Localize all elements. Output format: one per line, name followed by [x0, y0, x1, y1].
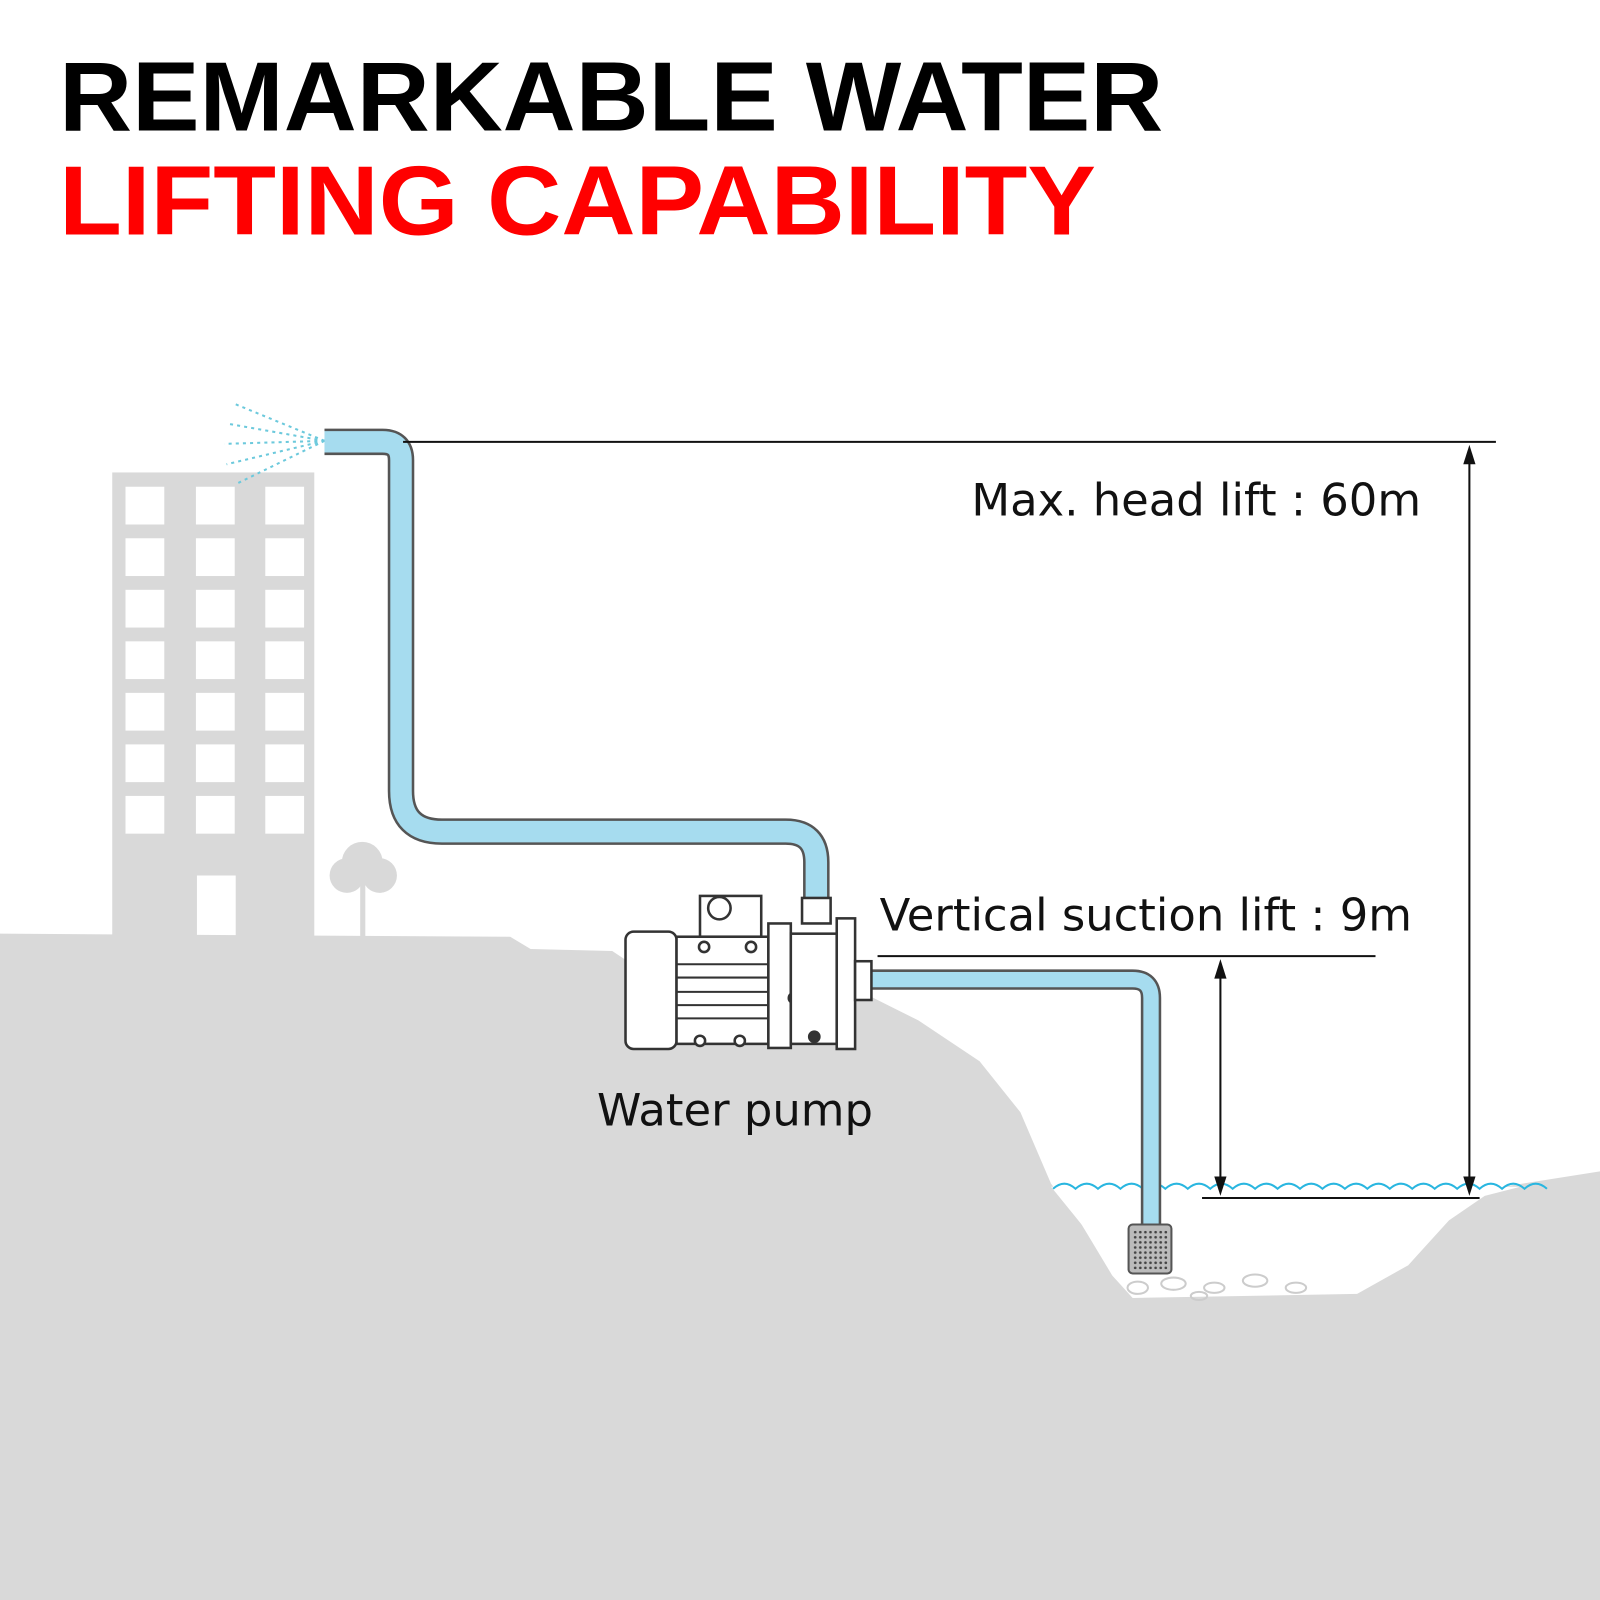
- title-line-2: LIFTING CAPABILITY: [59, 146, 1096, 256]
- building-window: [195, 641, 235, 680]
- building-window: [195, 692, 235, 731]
- building-window: [195, 744, 235, 783]
- building-window: [265, 589, 305, 628]
- building-icon: [112, 472, 315, 937]
- building-window: [265, 795, 305, 834]
- building-window: [125, 692, 165, 731]
- building-window: [125, 641, 165, 680]
- building-window: [195, 795, 235, 834]
- building-window: [125, 589, 165, 628]
- building-window: [265, 641, 305, 680]
- water-spray: [224, 402, 325, 486]
- building-window: [195, 486, 235, 525]
- water-pump-icon: [624, 894, 873, 1051]
- water-pump-label: Water pump: [597, 1084, 873, 1137]
- building-window: [265, 692, 305, 731]
- building-window: [125, 538, 165, 577]
- title-line-1: REMARKABLE WATER: [59, 42, 1163, 152]
- vertical-suction-lift-label: Vertical suction lift : 9m: [880, 889, 1412, 942]
- arrowheads: [1214, 444, 1476, 1196]
- building-window: [125, 795, 165, 834]
- tree-icon: [329, 841, 397, 937]
- building-window: [265, 538, 305, 577]
- strainer-icon: [1127, 1223, 1173, 1275]
- building-window: [265, 744, 305, 783]
- building-window: [265, 486, 305, 525]
- dimension-lines: [403, 440, 1496, 1199]
- max-head-lift-label: Max. head lift : 60m: [971, 473, 1421, 526]
- building-window: [195, 538, 235, 577]
- building-window: [125, 486, 165, 525]
- stones: [1126, 1273, 1308, 1302]
- water-surface: [1052, 1182, 1548, 1191]
- building-window: [125, 744, 165, 783]
- suction-pipe: [867, 969, 1162, 1230]
- building-window: [195, 589, 235, 628]
- ground: [0, 933, 1600, 1600]
- discharge-pipe: [324, 428, 830, 900]
